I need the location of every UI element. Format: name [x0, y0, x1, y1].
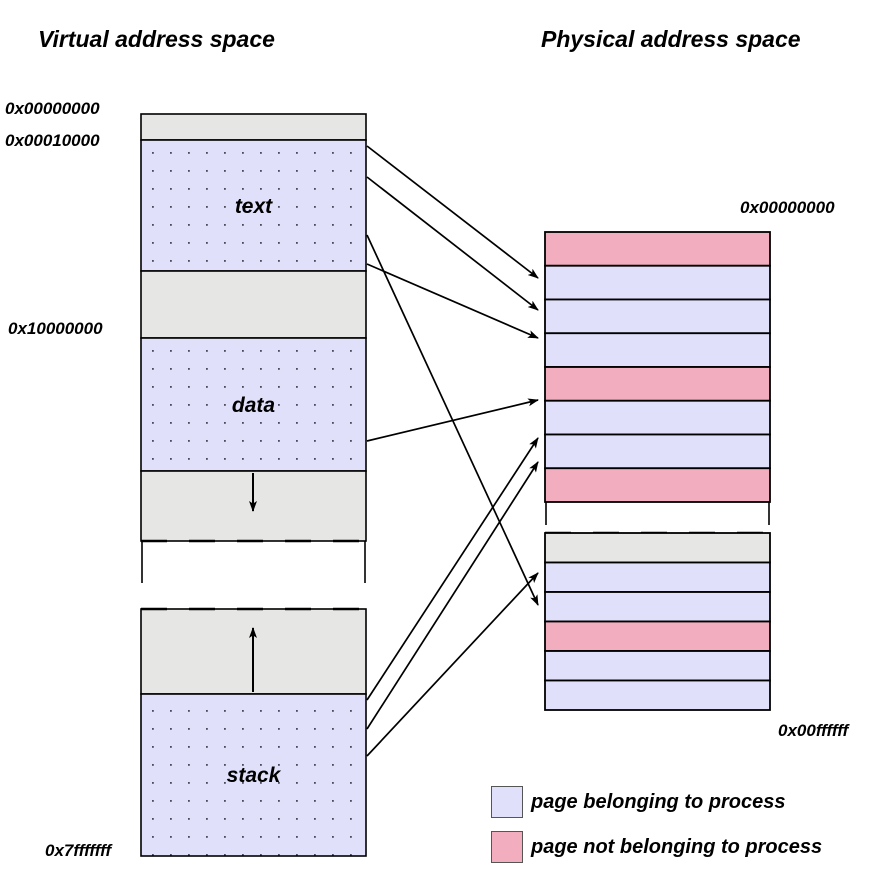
- mapping-arrows: [366, 145, 539, 757]
- physical-page-row: [544, 620, 771, 652]
- legend-swatch-page-belonging: [491, 786, 523, 818]
- mapping-arrow: [366, 176, 539, 311]
- legend-label-page-belonging: page belonging to process: [531, 791, 786, 813]
- virtual-addr-label-text-start: 0x00010000: [5, 131, 100, 150]
- physical-addr-label-top: 0x00000000: [740, 198, 835, 217]
- mapping-arrow: [366, 437, 539, 701]
- virtual-addr-label-bottom: 0x7fffffff: [45, 841, 112, 860]
- physical-page-row: [544, 561, 771, 593]
- physical-page-row: [544, 298, 771, 335]
- virtual-segment-label-stack: stack: [226, 764, 281, 787]
- physical-addr-label-bottom: 0x00ffffff: [778, 721, 849, 740]
- mapping-arrow: [366, 461, 539, 730]
- physical-page-row: [544, 366, 771, 402]
- mapping-arrow: [366, 263, 539, 339]
- mapping-arrow: [366, 145, 539, 279]
- virtual-region-gap-text-data: [140, 270, 367, 339]
- physical-page-row: [544, 679, 771, 711]
- virtual-address-space-title: Virtual address space: [38, 26, 275, 52]
- virtual-region-reserved: [140, 113, 367, 141]
- virtual-region-stack: [140, 693, 367, 857]
- physical-page-row: [544, 433, 771, 470]
- physical-page-row: [544, 467, 771, 503]
- physical-page-row: [544, 231, 771, 267]
- virtual-region-stack-growth: [140, 608, 367, 695]
- virtual-addr-label-data-start: 0x10000000: [8, 319, 103, 338]
- virtual-segment-label-data: data: [231, 394, 276, 417]
- physical-page-row: [544, 264, 771, 301]
- physical-page-row: [544, 591, 771, 623]
- mapping-arrow: [366, 398, 539, 442]
- physical-address-space-title: Physical address space: [541, 26, 801, 52]
- virtual-addr-label-top: 0x00000000: [5, 99, 100, 118]
- physical-upper-block: [544, 231, 771, 503]
- virtual-region-text: [140, 139, 367, 272]
- virtual-region-heap-growth: [140, 470, 367, 542]
- physical-page-row: [544, 650, 771, 682]
- physical-page-row: [544, 532, 771, 564]
- physical-page-row: [544, 332, 771, 368]
- physical-lower-block: [544, 532, 771, 711]
- legend-swatch-page-not-belonging: [491, 831, 523, 863]
- mapping-arrow: [366, 572, 539, 757]
- physical-page-row: [544, 399, 771, 436]
- virtual-segment-label-text: text: [234, 195, 273, 218]
- legend-label-page-not-belonging: page not belonging to process: [531, 836, 823, 858]
